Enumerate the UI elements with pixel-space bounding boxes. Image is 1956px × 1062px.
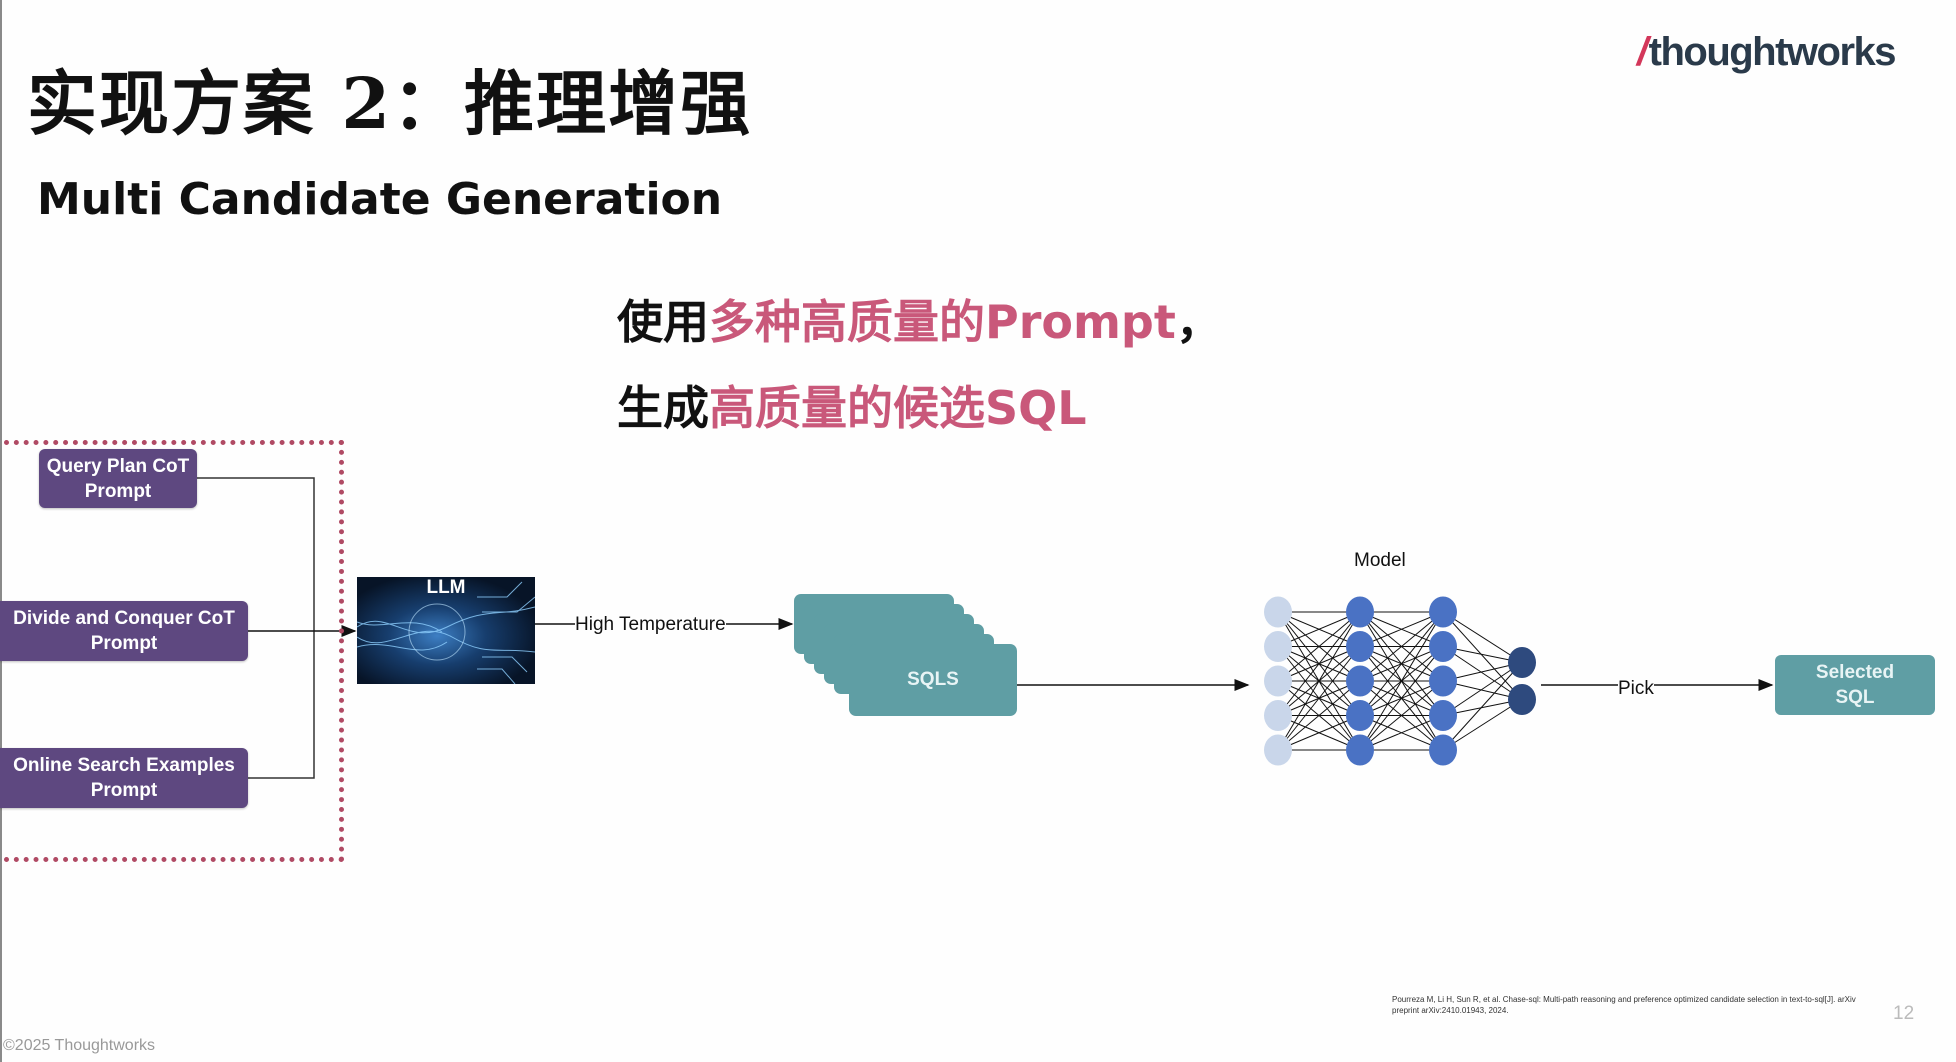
nn-edge <box>1359 646 1444 751</box>
nn-edge <box>1277 680 1361 751</box>
edge-label-high-temperature: High Temperature <box>575 614 726 636</box>
nn-edge <box>1442 611 1523 663</box>
prompt-label: Prompt <box>90 633 158 654</box>
headline-line-2: 生成高质量的候选SQL <box>617 372 1087 438</box>
sqls-stack: SQLS <box>794 594 1018 716</box>
nn-edge <box>1442 662 1523 716</box>
nn-node <box>1264 631 1292 662</box>
nn-edge <box>1359 715 1444 751</box>
slide-title: 实现方案 2：推理增强 <box>27 62 753 145</box>
slide-subtitle: Multi Candidate Generation <box>37 174 723 225</box>
nn-node <box>1264 700 1292 731</box>
nn-edge <box>1277 646 1361 751</box>
edge-label-pick: Pick <box>1618 678 1654 700</box>
llm-image: LLM <box>357 577 535 684</box>
thoughtworks-logo: /thoughtworks <box>1637 30 1897 75</box>
prompt-query-plan-cot: Query Plan CoT Prompt <box>39 449 197 508</box>
headline-punct: ， <box>1175 295 1222 349</box>
nn-edge <box>1442 611 1523 700</box>
nn-node <box>1429 631 1457 662</box>
nn-node <box>1264 734 1292 766</box>
headline-text: 使用 <box>617 295 709 349</box>
sqls-label: SQLS <box>907 669 959 690</box>
prompt-label: Prompt <box>90 780 158 801</box>
headline-text: 生成 <box>617 381 709 435</box>
prompt-label: Query Plan CoT <box>46 455 190 477</box>
nn-node <box>1346 700 1374 731</box>
nn-edge <box>1277 715 1361 751</box>
nn-node <box>1264 665 1292 697</box>
nn-edge <box>1277 611 1361 682</box>
nn-edge <box>1277 611 1361 751</box>
llm-label: LLM <box>426 577 466 598</box>
headline-highlight: 多种高质量的Prompt <box>709 295 1176 349</box>
headline-highlight: 高质量的候选SQL <box>709 381 1087 435</box>
model-label: Model <box>1354 550 1406 572</box>
nn-node <box>1264 596 1292 628</box>
logo-slash: / <box>1637 30 1648 74</box>
connector-prompts <box>197 477 315 779</box>
nn-node <box>1346 665 1374 697</box>
window-edge <box>0 0 2 1062</box>
headline-line-1: 使用多种高质量的Prompt， <box>617 286 1222 352</box>
nn-node <box>1508 647 1536 678</box>
circuit-brain-icon <box>357 581 535 684</box>
prompt-label: Online Search Examples <box>13 755 235 776</box>
sql-card-front: SQLS <box>849 644 1017 716</box>
nn-node <box>1429 700 1457 731</box>
copyright: ©2025 Thoughtworks <box>3 1037 156 1054</box>
nn-edge <box>1442 699 1523 751</box>
nn-edge <box>1359 611 1444 682</box>
nn-node <box>1346 734 1374 766</box>
nn-node <box>1429 596 1457 628</box>
citation: Pourreza M, Li H, Sun R, et al. Chase-sq… <box>1392 995 1856 1015</box>
nn-edge <box>1277 611 1361 647</box>
selected-label: SQL <box>1835 687 1875 708</box>
nn-node <box>1508 684 1536 715</box>
neural-network-icon <box>1264 596 1536 766</box>
prompt-divide-and-conquer-cot: Divide and Conquer CoT Prompt <box>0 601 248 661</box>
logo-text: thoughtworks <box>1648 30 1897 74</box>
nn-edge <box>1359 611 1444 716</box>
nn-node <box>1429 734 1457 766</box>
nn-edge <box>1277 611 1361 716</box>
nn-edge <box>1359 680 1444 751</box>
page-number: 12 <box>1893 1003 1915 1024</box>
nn-edge <box>1359 611 1444 751</box>
prompt-label: Divide and Conquer CoT <box>13 608 235 629</box>
nn-node <box>1429 665 1457 697</box>
nn-edge <box>1442 662 1523 751</box>
nn-node <box>1346 631 1374 662</box>
nn-node <box>1346 596 1374 628</box>
prompt-group-box <box>4 440 344 862</box>
selected-label: Selected <box>1815 662 1895 683</box>
prompt-label: Prompt <box>84 480 152 502</box>
nn-edge <box>1359 611 1444 647</box>
nn-edge <box>1442 646 1523 700</box>
